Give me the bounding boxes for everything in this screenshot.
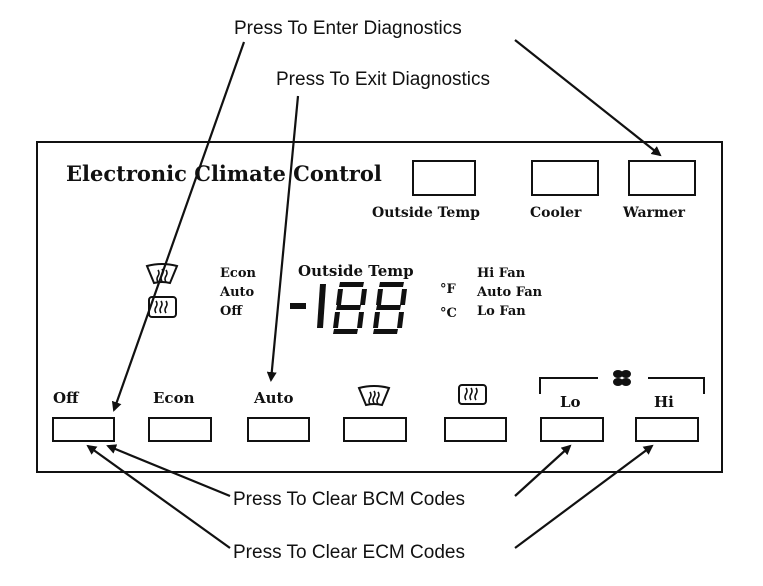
arrow-enter-to-off: [111, 41, 246, 412]
outside-temp-label: Outside Temp: [372, 205, 480, 221]
arrow-enter-to-warmer: [514, 39, 662, 157]
unit-celsius: °C: [440, 306, 457, 321]
display-header: Outside Temp: [298, 262, 414, 280]
rear-defrost-button-icon: [458, 384, 487, 405]
windshield-defrost-button-icon: [357, 385, 391, 407]
auto-label: Auto: [254, 389, 294, 407]
econ-button[interactable]: [148, 417, 212, 442]
climate-control-panel: [36, 141, 723, 473]
hi-label: Hi: [654, 393, 674, 411]
econ-label: Econ: [153, 389, 195, 407]
arrow-bcm-to-lo: [514, 444, 572, 497]
unit-fahrenheit: °F: [440, 282, 456, 297]
cooler-label: Cooler: [530, 205, 582, 221]
lo-fan-indicator: Lo Fan: [477, 304, 526, 319]
arrow-ecm-to-hi: [514, 444, 654, 549]
fan-icon: [613, 370, 631, 386]
lo-fan-button[interactable]: [540, 417, 604, 442]
off-label: Off: [53, 389, 79, 407]
fan-speed-bracket: [539, 377, 705, 394]
arrow-ecm-to-off: [86, 444, 231, 549]
rear-defrost-button[interactable]: [444, 417, 507, 442]
hi-fan-button[interactable]: [635, 417, 699, 442]
auto-fan-indicator: Auto Fan: [477, 285, 543, 300]
lo-label: Lo: [560, 393, 581, 411]
windshield-defrost-button[interactable]: [343, 417, 407, 442]
panel-title: Electronic Climate Control: [66, 161, 382, 186]
hi-fan-indicator: Hi Fan: [477, 266, 526, 281]
warmer-button[interactable]: [628, 160, 696, 196]
mode-off-indicator: Off: [220, 304, 242, 319]
annotation-exit-diagnostics: Press To Exit Diagnostics: [276, 69, 491, 90]
arrow-exit-to-auto: [266, 95, 300, 382]
auto-button[interactable]: [247, 417, 310, 442]
temperature-display: [290, 282, 407, 334]
annotation-enter-diagnostics: Press To Enter Diagnostics: [234, 18, 462, 39]
cooler-button[interactable]: [531, 160, 599, 196]
off-button[interactable]: [52, 417, 115, 442]
display-digits: [290, 282, 407, 334]
arrow-bcm-to-off: [106, 444, 231, 498]
annotation-clear-bcm: Press To Clear BCM Codes: [233, 489, 465, 510]
annotation-clear-ecm: Press To Clear ECM Codes: [233, 542, 465, 563]
outside-temp-button[interactable]: [412, 160, 476, 196]
warmer-label: Warmer: [623, 205, 686, 221]
mode-econ-indicator: Econ: [220, 266, 256, 281]
rear-defrost-icon: [148, 296, 177, 318]
mode-auto-indicator: Auto: [220, 285, 255, 300]
